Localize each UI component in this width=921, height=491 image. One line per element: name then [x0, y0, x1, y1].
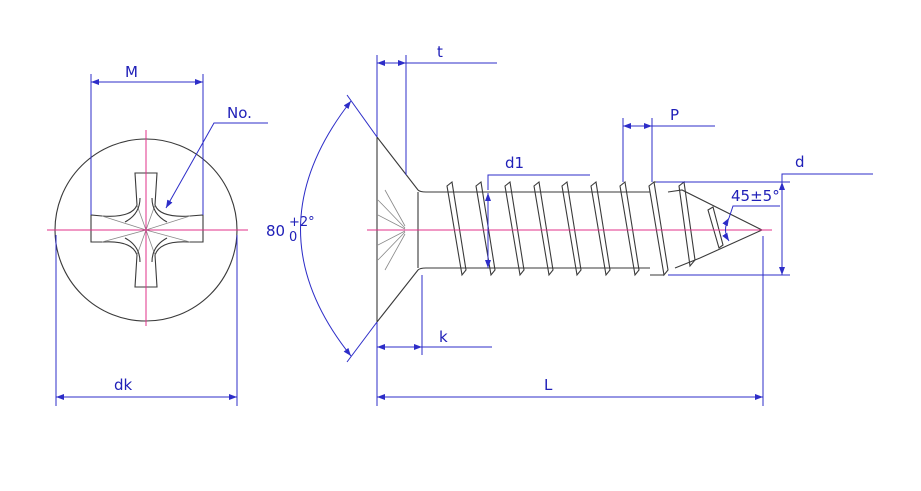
label-No: No.: [227, 104, 252, 122]
label-P: P: [670, 106, 679, 124]
label-d: d: [795, 153, 805, 171]
dimension-k: k: [376, 275, 492, 406]
dimension-L: L: [377, 236, 764, 406]
dimension-tip-angle: 45±5°: [722, 187, 780, 242]
label-M: M: [125, 63, 138, 81]
dimension-t: t: [376, 43, 497, 175]
screw-side-view: [367, 136, 772, 323]
label-L: L: [544, 376, 553, 394]
threads: [446, 180, 764, 277]
dimension-P: P: [622, 106, 715, 182]
label-angle-plus: +2°: [289, 215, 315, 230]
label-angle: 80: [266, 222, 285, 240]
label-dk: dk: [114, 376, 133, 394]
dimension-d: d: [656, 153, 873, 276]
label-tip-angle: 45±5°: [731, 187, 780, 205]
dimension-M: M: [90, 63, 204, 215]
dimension-head-angle: 80 +2° 0: [266, 94, 378, 363]
label-t: t: [437, 43, 443, 61]
dimension-dk: dk: [55, 235, 238, 406]
head-top-view: [47, 130, 248, 326]
dimension-d1: d1: [485, 154, 590, 268]
label-k: k: [439, 328, 448, 346]
dimension-No: No.: [165, 104, 268, 209]
label-angle-minus: 0: [289, 230, 297, 245]
label-d1: d1: [505, 154, 524, 172]
